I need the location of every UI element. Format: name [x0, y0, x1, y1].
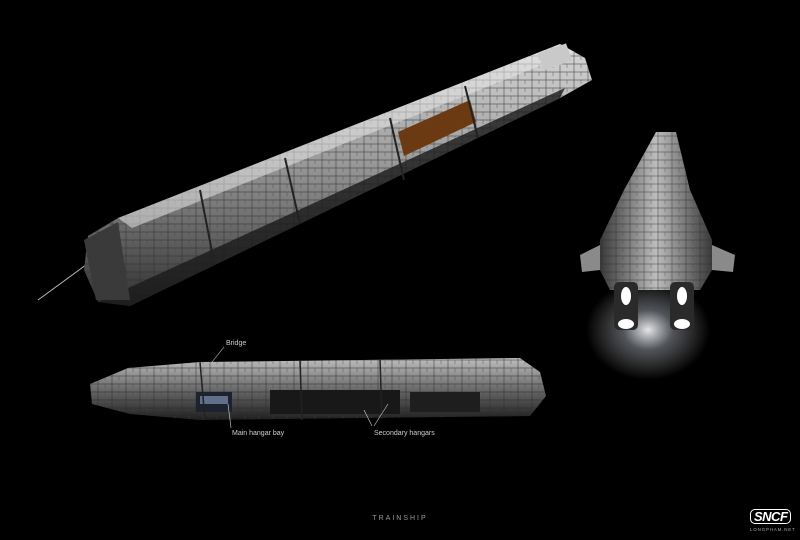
ship-perspective-view [37, 43, 592, 306]
right-wing [712, 245, 735, 272]
main-hangar-label: Main hangar bay [232, 430, 285, 437]
ship-side-view [90, 346, 546, 429]
accent-panel [398, 100, 476, 156]
logo-subtext: LONGPHAM.NET [750, 527, 796, 532]
ship-rear-view [580, 132, 735, 380]
secondary-hangars-label: Secondary hangars [374, 430, 435, 437]
antenna-spike [37, 261, 91, 301]
sncf-logo: SNCF LONGPHAM.NET [750, 508, 796, 532]
secondary-hangar-leader-line [363, 409, 373, 427]
engine-light [677, 287, 687, 305]
engine-light [618, 319, 634, 329]
engine-light [674, 319, 690, 329]
main-hangar-leader-line [227, 403, 232, 429]
nose-section [84, 222, 130, 300]
secondary-hangar-cutaway [270, 390, 400, 414]
logo-mark: SNCF [750, 509, 792, 524]
engine-light [621, 287, 631, 305]
bridge-leader-line [211, 346, 225, 363]
bridge-label: Bridge [226, 340, 247, 347]
left-wing [580, 245, 600, 272]
artwork-title: TRAINSHIP [372, 515, 428, 522]
